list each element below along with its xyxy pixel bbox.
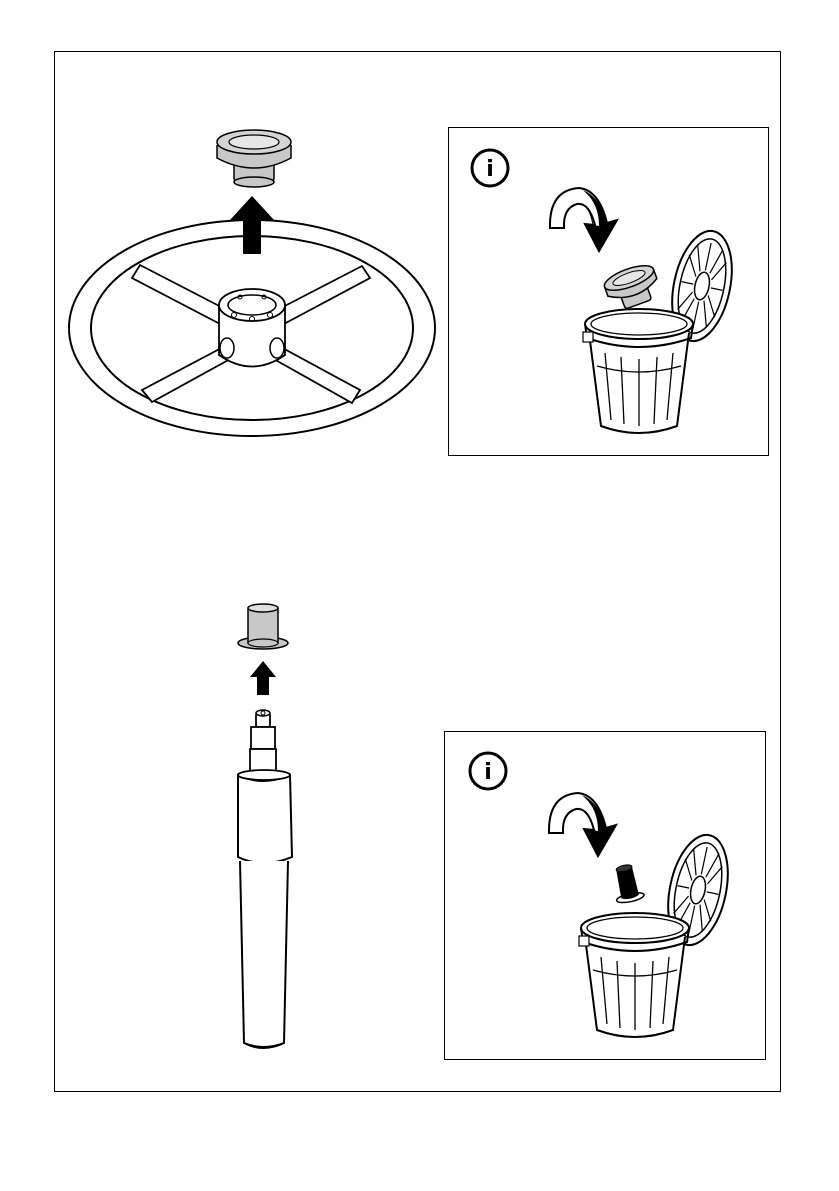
svg-text:i: i: [486, 157, 494, 182]
base-cap-part: [217, 130, 291, 187]
step-1-base-illustration: [62, 120, 442, 450]
discarded-cylinder-cap: [610, 862, 645, 904]
curved-arrow-icon: [550, 188, 617, 251]
up-arrow-icon: [250, 661, 276, 695]
info-icon: i: [472, 150, 508, 186]
up-arrow-icon: [230, 196, 274, 254]
trash-can-icon: [579, 829, 737, 1037]
step-1-info-box: i: [448, 127, 769, 456]
step-2-info-box: i: [444, 731, 766, 1060]
curved-arrow-icon: [549, 793, 616, 856]
trash-can-icon: [583, 225, 741, 433]
svg-text:i: i: [484, 760, 492, 785]
cylinder-cap-part: [238, 604, 288, 649]
step-2-cylinder-illustration: [210, 595, 320, 1055]
discarded-base-cap: [601, 261, 663, 314]
gas-lift-cylinder: [238, 710, 292, 1048]
info-icon: i: [470, 753, 506, 789]
